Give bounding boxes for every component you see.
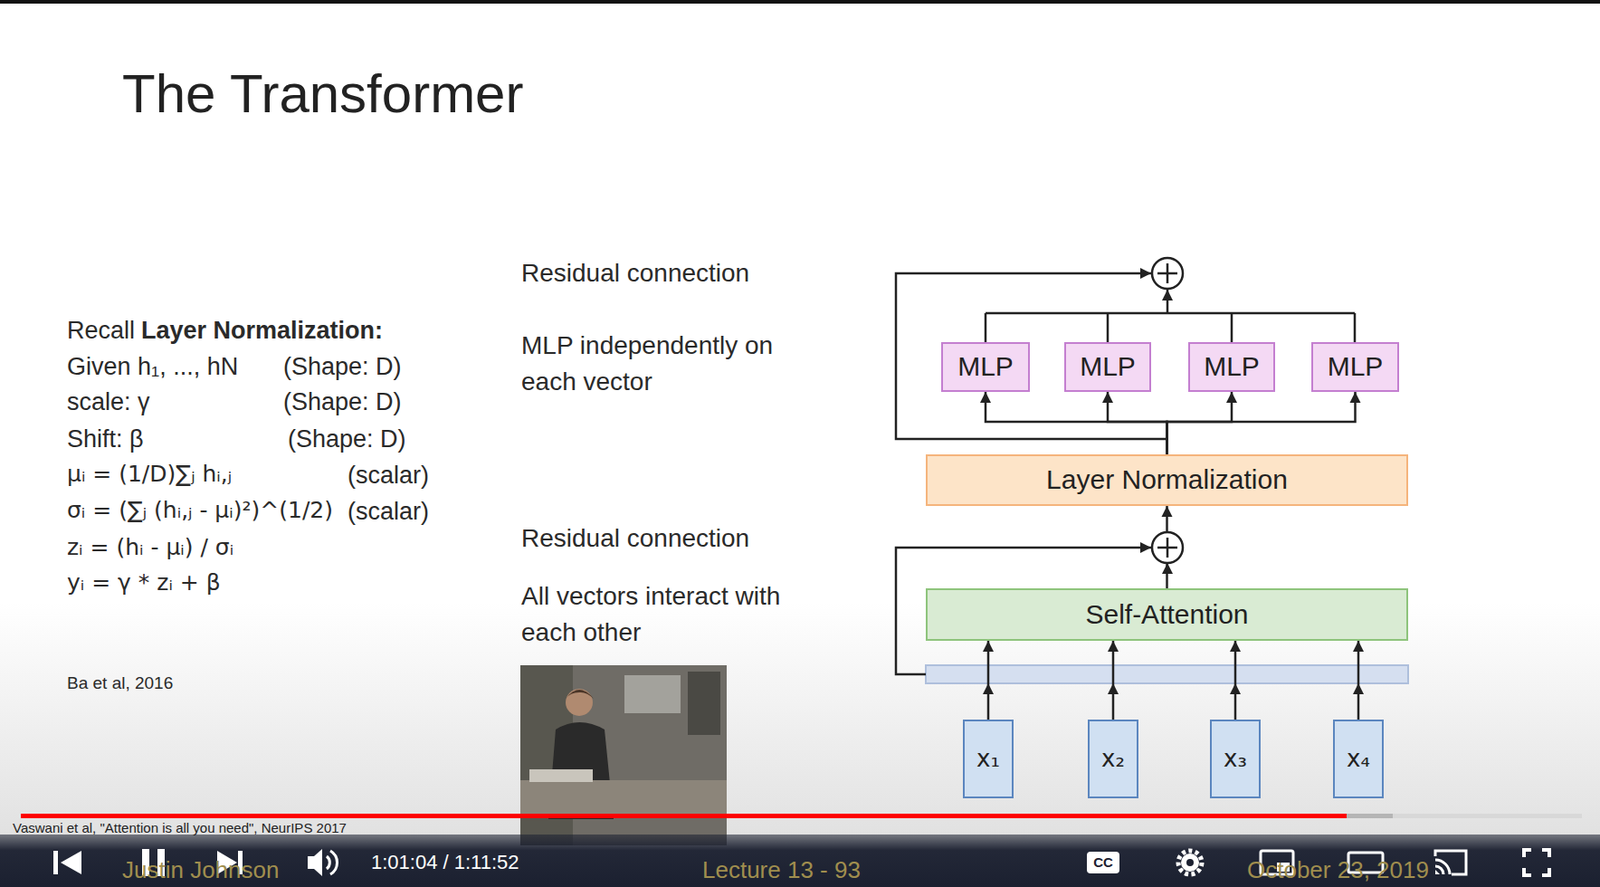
input-box: x₃: [1209, 719, 1261, 799]
mlp-box: MLP: [1311, 342, 1400, 392]
input-box-text: x₄: [1346, 745, 1371, 773]
flow-arrow: [1357, 640, 1361, 720]
attention-box: Self-Attention: [925, 588, 1409, 641]
annotation-text: All vectors interact with each other: [521, 578, 784, 651]
annotation-text: MLP independently on each vector: [521, 327, 784, 400]
formula-text: (scalar): [347, 496, 429, 526]
sum-symbol: [1152, 257, 1183, 563]
mlp-box-text: MLP: [1079, 351, 1136, 383]
mlp-output-wire: [985, 313, 1355, 343]
formula-text: Shift: β: [66, 424, 144, 454]
formula-text: σᵢ = (∑ⱼ (hᵢ,ⱼ - μᵢ)²)^(1/2): [66, 496, 334, 524]
formula-text: (Shape: D): [283, 387, 402, 417]
mlp-box-text: MLP: [1203, 351, 1260, 383]
formula-text: zᵢ = (hᵢ - μᵢ) / σᵢ: [66, 533, 234, 562]
flow-arrow: [1107, 391, 1168, 455]
progress-bar: [20, 813, 1582, 819]
mlp-output-wire: [1166, 289, 1170, 314]
mlp-box: MLP: [1064, 342, 1152, 392]
formula-text: (scalar): [347, 460, 429, 490]
formula-text: (Shape: D): [287, 424, 407, 454]
footer-text: October 23, 2019: [1247, 856, 1429, 885]
layernorm-box-text: Layer Normalization: [1046, 464, 1288, 496]
mlp-box: MLP: [941, 342, 1030, 392]
caption-button-text: CC: [1086, 854, 1120, 871]
note-text: Recall: [66, 315, 135, 345]
controls-bar: [0, 834, 1600, 887]
note-heading: Layer Normalization:: [141, 315, 383, 345]
input-box-text: x₁: [976, 745, 1000, 773]
citation-text: Ba et al, 2016: [66, 673, 173, 695]
mlp-box-text: MLP: [957, 351, 1014, 383]
input-box-text: x₂: [1101, 745, 1125, 773]
input-box: x₁: [962, 719, 1014, 799]
citation-text: Vaswani et al, "Attention is all you nee…: [12, 819, 347, 837]
flow-arrow: [1234, 640, 1238, 720]
input-box-text: x₃: [1223, 745, 1248, 773]
formula-text: Given h₁, ..., hN: [66, 352, 239, 381]
residual-wire: [895, 273, 1168, 439]
footer-text: Lecture 13 - 93: [702, 856, 861, 885]
flow-arrow: [1167, 391, 1233, 455]
annotation-text: Residual connection: [521, 523, 750, 554]
formula-text: (Shape: D): [283, 352, 402, 381]
input-band: [925, 665, 1409, 684]
formula-text: yᵢ = γ * zᵢ + β: [66, 569, 221, 597]
slide-title: The Transformer: [122, 61, 524, 127]
time-display: 1:01:04 / 1:11:52: [371, 850, 520, 875]
formula-text: scale: γ: [66, 387, 151, 417]
input-box: x₄: [1333, 719, 1384, 799]
input-box: x₂: [1087, 719, 1139, 799]
annotation-text: Residual connection: [521, 257, 750, 289]
flow-arrow: [1112, 640, 1115, 720]
layernorm-box: Layer Normalization: [925, 454, 1409, 506]
mlp-box: MLP: [1188, 342, 1276, 392]
flow-arrow: [1167, 391, 1356, 455]
webcam-inset: [520, 665, 727, 846]
mlp-box-text: MLP: [1327, 351, 1384, 383]
flow-arrow: [987, 640, 991, 720]
attention-box-text: Self-Attention: [1085, 599, 1248, 631]
formula-text: μᵢ = (1/D)∑ⱼ hᵢ,ⱼ: [66, 460, 232, 488]
top-bar: [0, 0, 1600, 4]
footer-text: Justin Johnson: [122, 856, 279, 885]
flow-arrow: [985, 391, 1168, 455]
